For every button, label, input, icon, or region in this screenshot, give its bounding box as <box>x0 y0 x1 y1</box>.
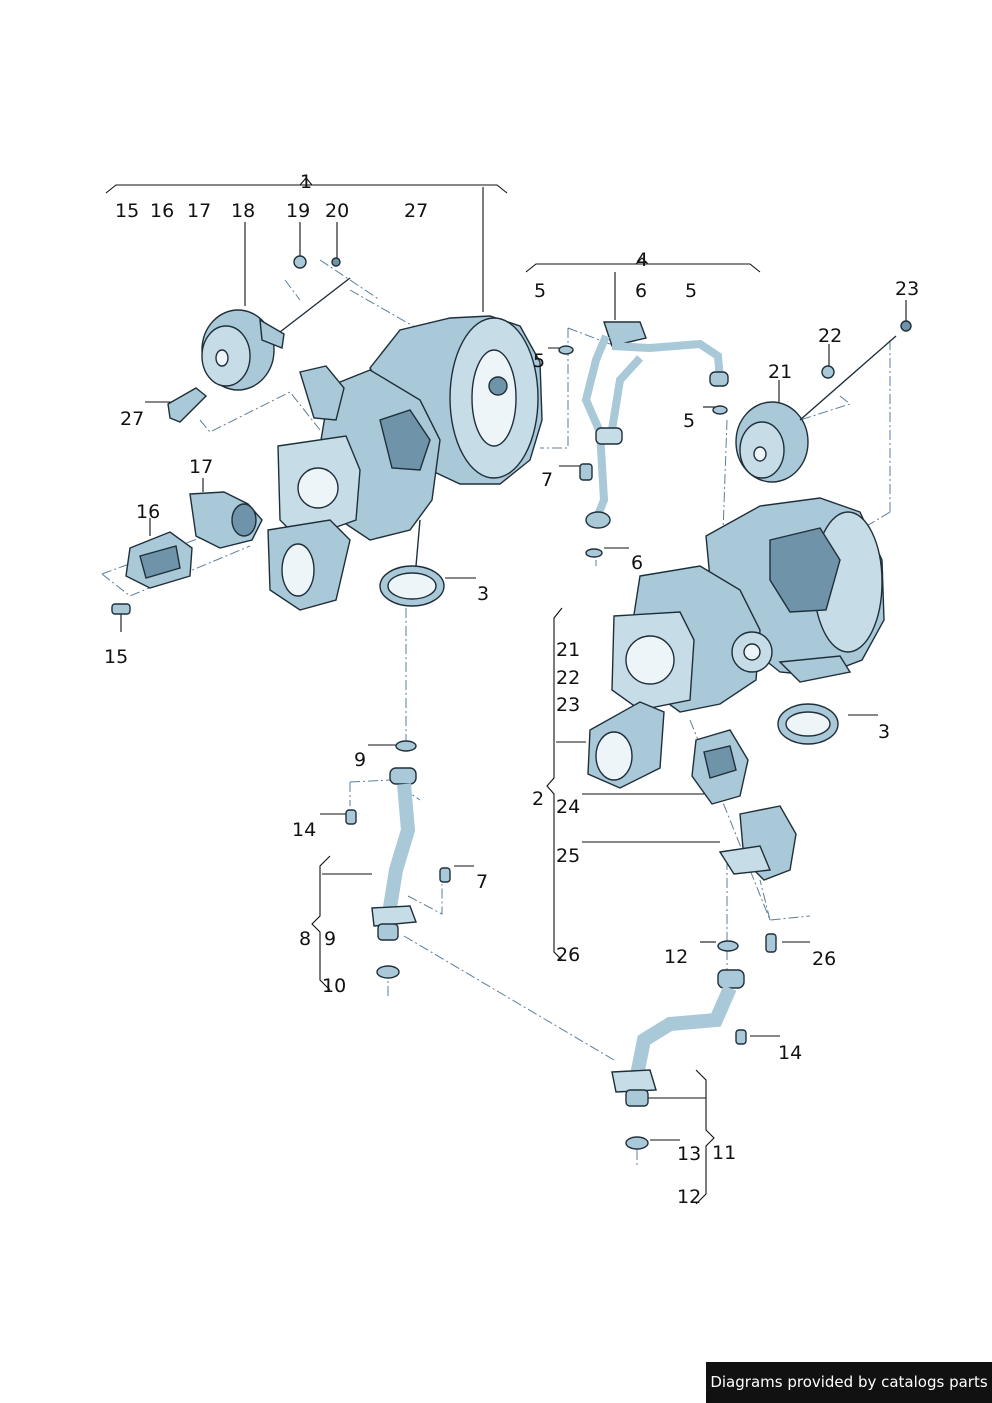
label-6-top: 6 <box>635 280 647 302</box>
label-26-bracket: 26 <box>556 944 580 966</box>
label-25: 25 <box>556 845 580 867</box>
label-27-top: 27 <box>404 200 428 222</box>
label-23-top: 23 <box>895 278 919 300</box>
assembly-lines <box>101 259 891 1166</box>
label-3-left: 3 <box>477 583 489 605</box>
wastegate-actuator-right <box>735 320 912 483</box>
label-7-lower: 7 <box>476 871 488 893</box>
label-17: 17 <box>189 456 213 478</box>
part-labels: 1 15 16 17 18 19 20 27 27 17 16 15 3 4 5… <box>104 171 919 1208</box>
label-18: 18 <box>231 200 255 222</box>
label-11: 11 <box>712 1142 736 1164</box>
label-21: 21 <box>556 639 580 661</box>
label-23: 23 <box>556 694 580 716</box>
label-19: 19 <box>286 200 310 222</box>
label-3-right: 3 <box>878 721 890 743</box>
label-13: 13 <box>677 1143 701 1165</box>
label-17-top: 17 <box>187 200 211 222</box>
label-15: 15 <box>104 646 128 668</box>
label-22: 22 <box>556 667 580 689</box>
label-2: 2 <box>532 788 544 810</box>
oil-supply-pipes <box>558 321 729 558</box>
wastegate-actuator <box>201 255 351 391</box>
label-8: 8 <box>299 928 311 950</box>
label-5-top-left: 5 <box>534 280 546 302</box>
left-turbocharger <box>267 315 543 611</box>
label-16: 16 <box>136 501 160 523</box>
label-22-top: 22 <box>818 325 842 347</box>
right-turbocharger <box>587 497 885 789</box>
label-6-lower: 6 <box>631 552 643 574</box>
label-12-lower: 12 <box>677 1186 701 1208</box>
label-5-left: 5 <box>533 350 545 372</box>
label-9-lower: 9 <box>324 928 336 950</box>
label-1: 1 <box>300 171 312 193</box>
label-26: 26 <box>812 948 836 970</box>
label-16-top: 16 <box>150 200 174 222</box>
label-24: 24 <box>556 796 580 818</box>
gasket-27 <box>167 387 208 423</box>
oil-return-pipe-left <box>345 740 451 979</box>
solenoid-parts <box>111 491 263 615</box>
label-15-top: 15 <box>115 200 139 222</box>
label-4: 4 <box>636 249 648 271</box>
flange-gasket-right <box>777 703 839 745</box>
leader-lines <box>105 177 907 1205</box>
label-12-upper: 12 <box>664 946 688 968</box>
footer-credit-banner: Diagrams provided by catalogs parts <box>706 1362 992 1403</box>
label-5-right: 5 <box>683 410 695 432</box>
label-21-top: 21 <box>768 361 792 383</box>
label-7-upper: 7 <box>541 469 553 491</box>
label-9-upper: 9 <box>354 749 366 771</box>
oil-return-pipe-right <box>611 940 747 1150</box>
label-14-right: 14 <box>778 1042 802 1064</box>
label-20: 20 <box>325 200 349 222</box>
flange-gasket-left <box>379 565 445 607</box>
label-5-top-right: 5 <box>685 280 697 302</box>
footer-credit-text: Diagrams provided by catalogs parts <box>710 1373 988 1391</box>
label-14-left: 14 <box>292 819 316 841</box>
label-27: 27 <box>120 408 144 430</box>
label-10: 10 <box>322 975 346 997</box>
heat-shields <box>691 729 797 953</box>
